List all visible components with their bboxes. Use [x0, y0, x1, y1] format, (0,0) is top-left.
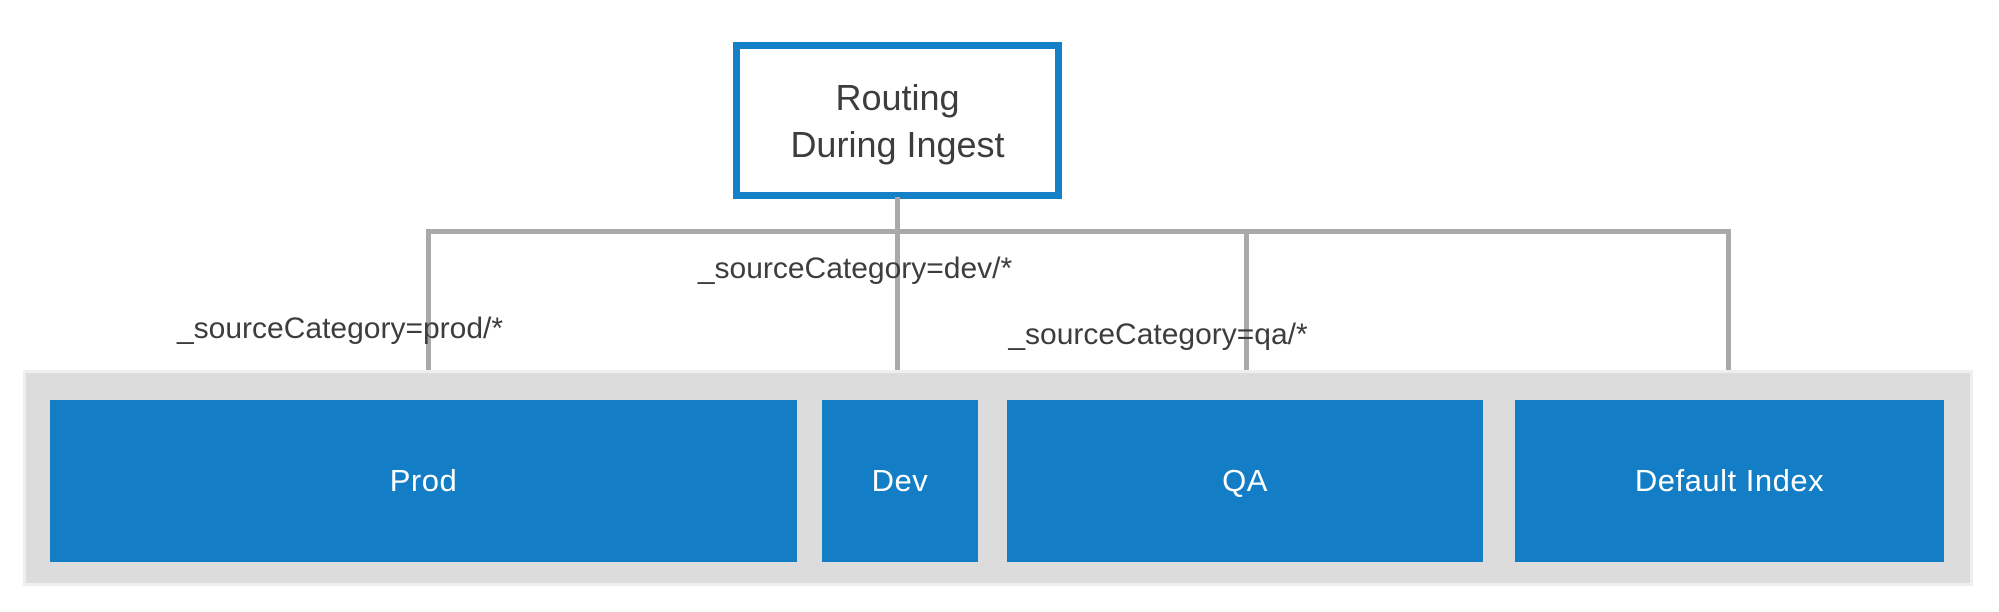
root-node-title-line1: Routing — [835, 76, 960, 118]
edge-label-dev: _sourceCategory=dev/* — [697, 252, 1013, 285]
index-node-default-index: Default Index — [1515, 400, 1944, 562]
index-node-qa: QA — [1007, 400, 1483, 562]
connector-drop-default — [1726, 229, 1731, 376]
connector-root-to-dev — [895, 197, 900, 376]
connector-drop-prod — [426, 229, 431, 376]
index-node-prod: Prod — [50, 400, 797, 562]
index-node-default-index-label: Default Index — [1634, 463, 1825, 498]
index-node-dev: Dev — [822, 400, 978, 562]
index-node-dev-label: Dev — [871, 463, 929, 498]
root-node-title-line2: During Ingest — [790, 123, 1005, 165]
index-node-prod-label: Prod — [389, 463, 458, 498]
routing-root-node: Routing During Ingest — [733, 42, 1062, 199]
connector-horizontal-rail — [426, 229, 1731, 234]
connector-drop-qa — [1244, 229, 1249, 376]
edge-label-qa: _sourceCategory=qa/* — [1008, 318, 1308, 351]
edge-label-prod: _sourceCategory=prod/* — [176, 312, 504, 345]
index-node-qa-label: QA — [1222, 463, 1268, 498]
